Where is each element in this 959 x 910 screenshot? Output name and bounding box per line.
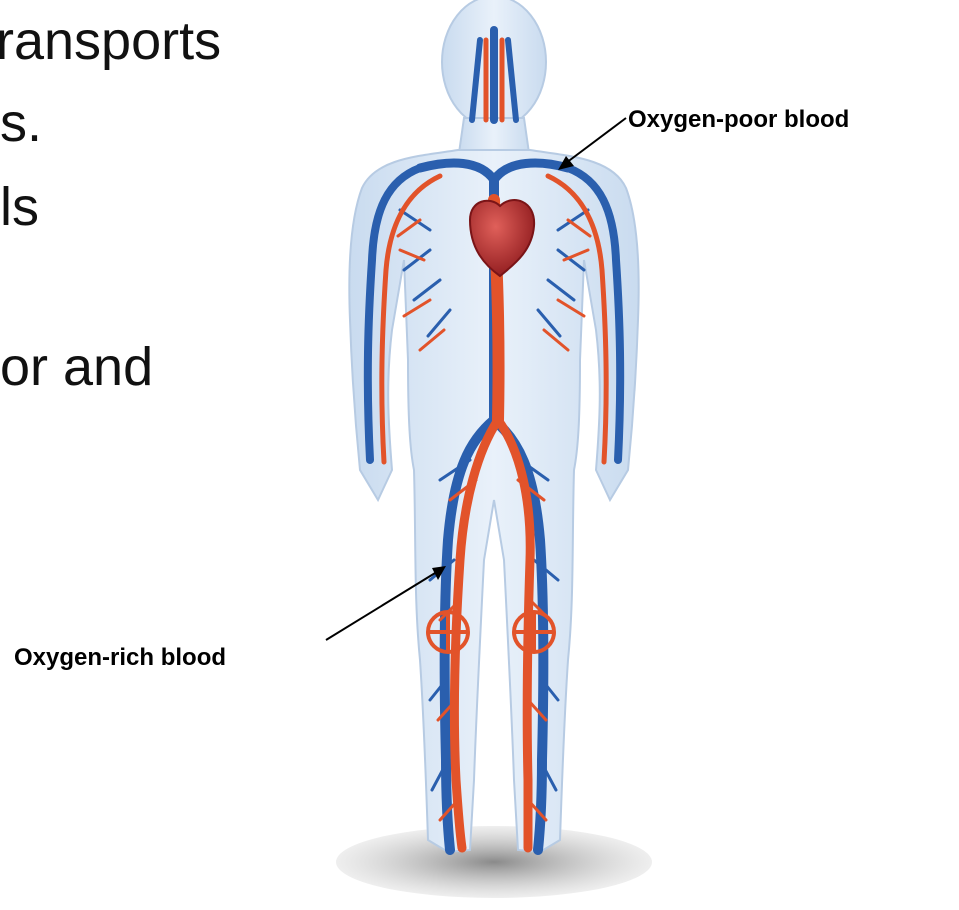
floor-shadow [336,826,652,898]
oxygen-poor-pointer-line [562,118,626,166]
oxygen-rich-blood-label: Oxygen-rich blood [14,644,226,672]
knee-vessels [428,612,554,652]
oxygen-poor-blood-label: Oxygen-poor blood [628,106,849,134]
